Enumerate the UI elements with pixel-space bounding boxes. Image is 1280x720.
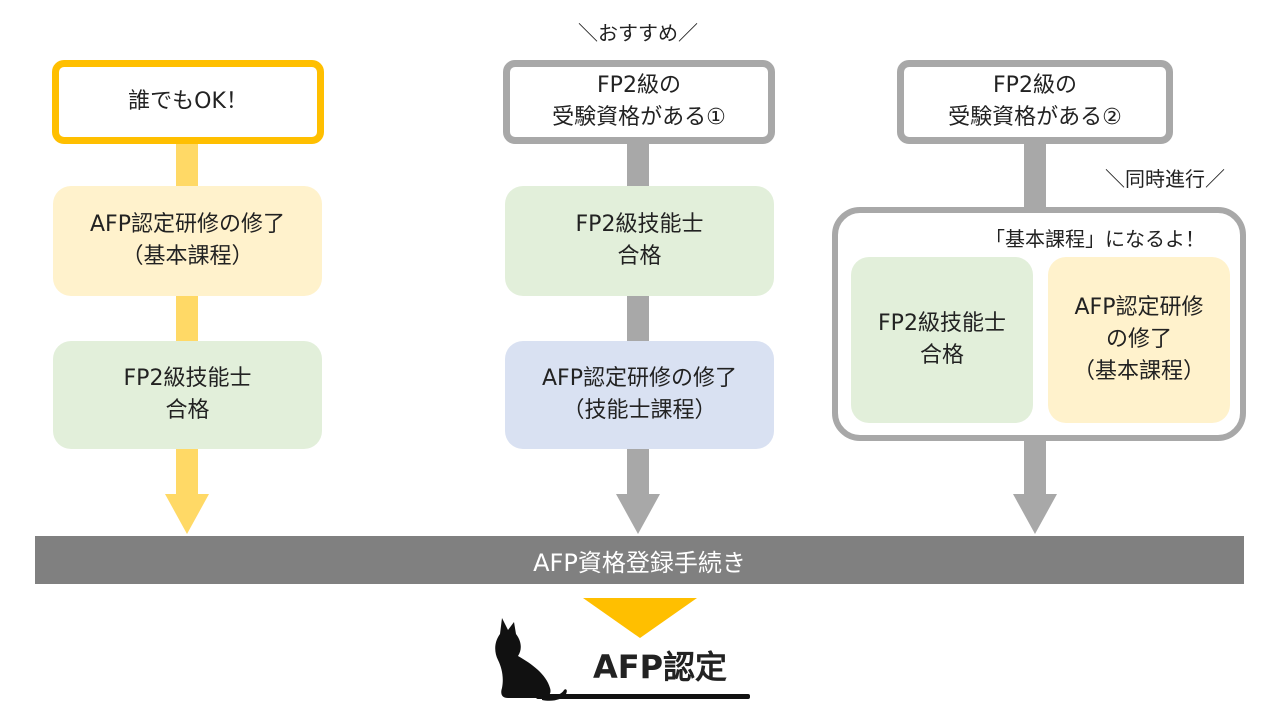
right-down-arrow-icon: [1013, 494, 1057, 534]
right-start-box: FP2級の 受験資格がある②: [897, 60, 1173, 144]
left-step-training-label: AFP認定研修の修了 （基本課程）: [90, 212, 285, 269]
middle-start-box: FP2級の 受験資格がある①: [503, 60, 775, 144]
middle-down-arrow-icon: [616, 494, 660, 534]
left-step-exam: FP2級技能士 合格: [53, 341, 322, 449]
left-step-exam-label: FP2級技能士 合格: [123, 366, 252, 423]
right-step-training-label: AFP認定研修 の修了 （基本課程）: [1072, 295, 1205, 384]
left-step-training: AFP認定研修の修了 （基本課程）: [53, 186, 322, 296]
right-step-exam-label: FP2級技能士 合格: [878, 311, 1006, 368]
cat-silhouette-icon: [495, 618, 750, 701]
right-connector-top: [1024, 140, 1046, 210]
middle-step-exam: FP2級技能士 合格: [505, 186, 774, 296]
right-step-exam: FP2級技能士 合格: [851, 257, 1033, 423]
middle-step-exam-label: FP2級技能士 合格: [575, 212, 704, 269]
result-down-arrow-icon: [583, 598, 697, 638]
recommend-label: ＼おすすめ／: [578, 20, 698, 45]
registration-band-label: AFP資格登録手続き: [533, 548, 746, 577]
middle-start-label: FP2級の 受験資格がある①: [552, 73, 726, 130]
middle-step-training-label: AFP認定研修の修了 （技能士課程）: [542, 366, 737, 423]
right-step-training: AFP認定研修 の修了 （基本課程）: [1048, 257, 1230, 423]
right-start-label: FP2級の 受験資格がある②: [948, 73, 1122, 130]
left-start-box: 誰でもOK！: [52, 60, 324, 144]
registration-band: AFP資格登録手続き: [35, 536, 1244, 584]
simultaneous-label: ＼同時進行／: [1105, 166, 1225, 191]
result-label: AFP認定: [592, 648, 728, 686]
left-start-label: 誰でもOK！: [128, 89, 248, 114]
left-down-arrow-icon: [165, 494, 209, 534]
middle-step-training: AFP認定研修の修了 （技能士課程）: [505, 341, 774, 449]
group-caption: 「基本課程」になるよ！: [985, 226, 1205, 251]
right-connector-bottom: [1024, 436, 1046, 498]
